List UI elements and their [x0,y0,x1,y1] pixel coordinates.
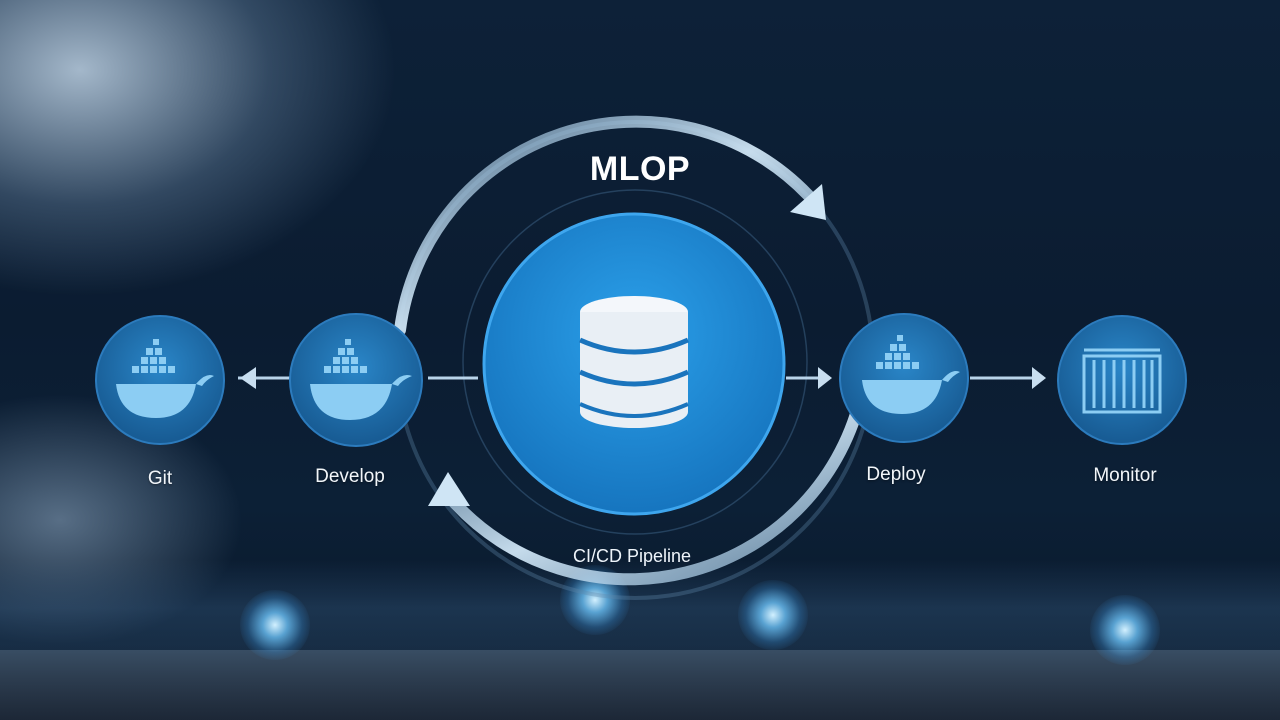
light-glow [240,590,310,660]
pipeline-caption: CI/CD Pipeline [572,546,692,566]
stage-node-develop [289,313,423,447]
docker-whale-icon [310,339,412,420]
diagram-title: MLOP [589,150,691,188]
docker-whale-icon [862,335,960,414]
keyboard-blur [0,650,1280,720]
stage-node-git [95,315,225,445]
stage-node-deploy [839,313,969,443]
center-node [482,212,786,516]
docker-whale-icon [116,339,214,418]
stage-node-monitor [1057,315,1187,445]
stage-label-deploy: Deploy [866,464,926,485]
light-glow [738,580,808,650]
stage-label-develop: Develop [315,466,385,487]
cycle-arrow-top [394,115,826,336]
connector-arrowheads [240,367,1046,389]
light-glow [1090,595,1160,665]
stage-label-git: Git [147,468,173,489]
stage-label-monitor: Monitor [1093,465,1157,486]
database-icon [578,296,690,428]
cycle-arrow-bottom [428,394,866,586]
container-icon [1082,348,1162,414]
